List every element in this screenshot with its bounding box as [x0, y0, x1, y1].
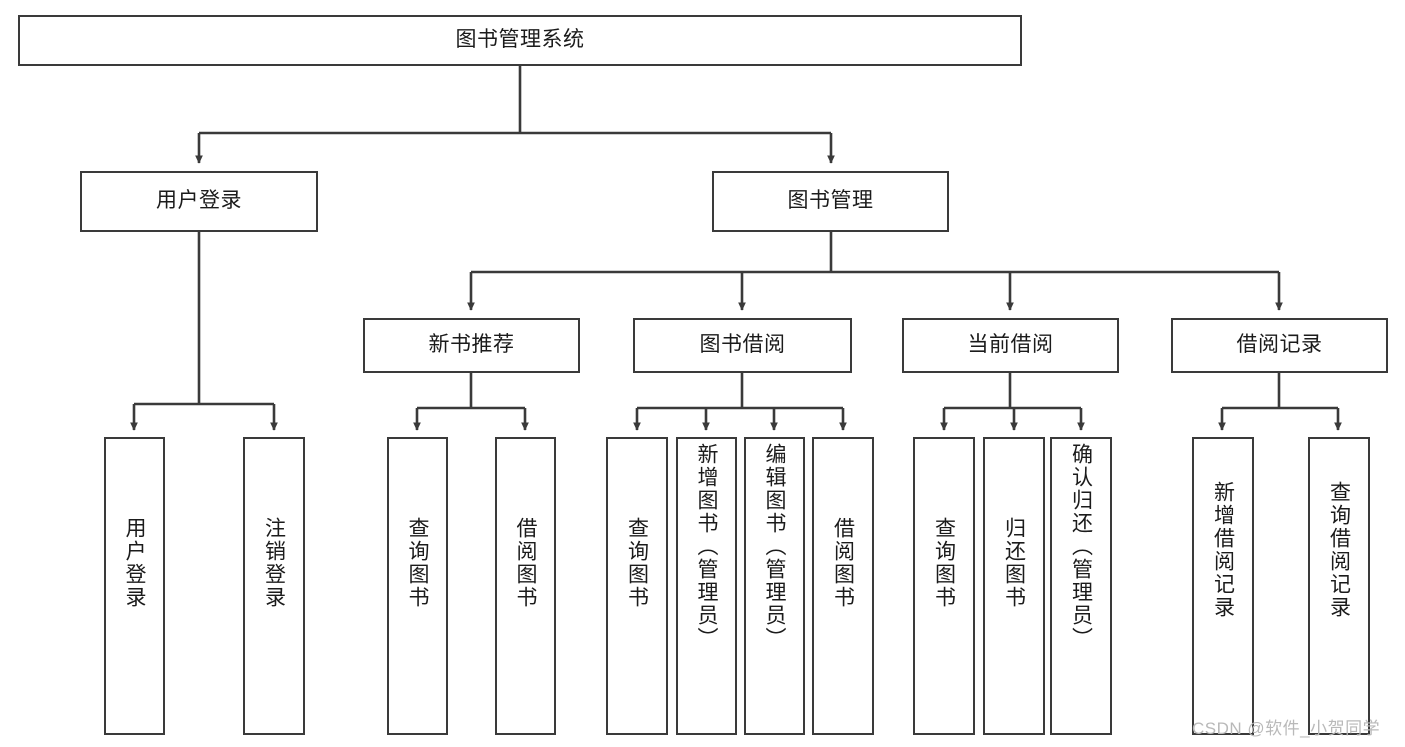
node-new-book-recommend[interactable]: 新书推荐 [363, 318, 580, 373]
node-label: 查询借阅记录 [1327, 481, 1351, 619]
node-label: 图书管理 [787, 189, 874, 213]
leaf-add-book[interactable]: 新增图书（管理员） [676, 437, 737, 735]
node-current-borrow[interactable]: 当前借阅 [902, 318, 1119, 373]
leaf-add-borrow-record[interactable]: 新增借阅记录 [1192, 437, 1254, 735]
node-label: 图书借阅 [699, 333, 786, 357]
leaf-user-logout[interactable]: 注销登录 [243, 437, 305, 735]
leaf-return-book[interactable]: 归还图书 [983, 437, 1045, 735]
node-label: 新增借阅记录 [1211, 481, 1235, 619]
node-label: 确认归还（管理员） [1069, 443, 1093, 650]
leaf-edit-book[interactable]: 编辑图书（管理员） [744, 437, 805, 735]
csdn-watermark: CSDN @软件_小贺同学 [1192, 719, 1381, 738]
leaf-borrow-book-recommend[interactable]: 借阅图书 [495, 437, 556, 735]
node-label: 借阅图书 [514, 517, 537, 609]
node-label: 借阅记录 [1236, 333, 1323, 357]
node-book-manage[interactable]: 图书管理 [712, 171, 949, 232]
leaf-confirm-return[interactable]: 确认归还（管理员） [1050, 437, 1112, 735]
node-label: 图书管理系统 [455, 28, 585, 52]
node-label: 归还图书 [1002, 517, 1026, 609]
node-label: 查询图书 [625, 517, 649, 609]
node-label: 新增图书（管理员） [695, 443, 718, 650]
node-label: 编辑图书（管理员） [763, 443, 786, 650]
node-label: 新书推荐 [428, 333, 515, 357]
node-root-system[interactable]: 图书管理系统 [18, 15, 1022, 66]
leaf-borrow-book-borrow[interactable]: 借阅图书 [812, 437, 874, 735]
node-label: 用户登录 [123, 517, 146, 609]
node-label: 借阅图书 [831, 517, 855, 609]
node-label: 查询图书 [932, 517, 956, 609]
leaf-user-login[interactable]: 用户登录 [104, 437, 165, 735]
node-book-borrow[interactable]: 图书借阅 [633, 318, 852, 373]
node-label: 查询图书 [406, 517, 429, 609]
leaf-query-book-borrow[interactable]: 查询图书 [606, 437, 668, 735]
node-label: 注销登录 [262, 517, 286, 609]
node-user-login[interactable]: 用户登录 [80, 171, 318, 232]
leaf-query-borrow-record[interactable]: 查询借阅记录 [1308, 437, 1370, 735]
leaf-query-book-recommend[interactable]: 查询图书 [387, 437, 448, 735]
leaf-query-book-current[interactable]: 查询图书 [913, 437, 975, 735]
node-label: 用户登录 [156, 189, 242, 213]
node-borrow-record[interactable]: 借阅记录 [1171, 318, 1388, 373]
node-label: 当前借阅 [967, 333, 1054, 357]
